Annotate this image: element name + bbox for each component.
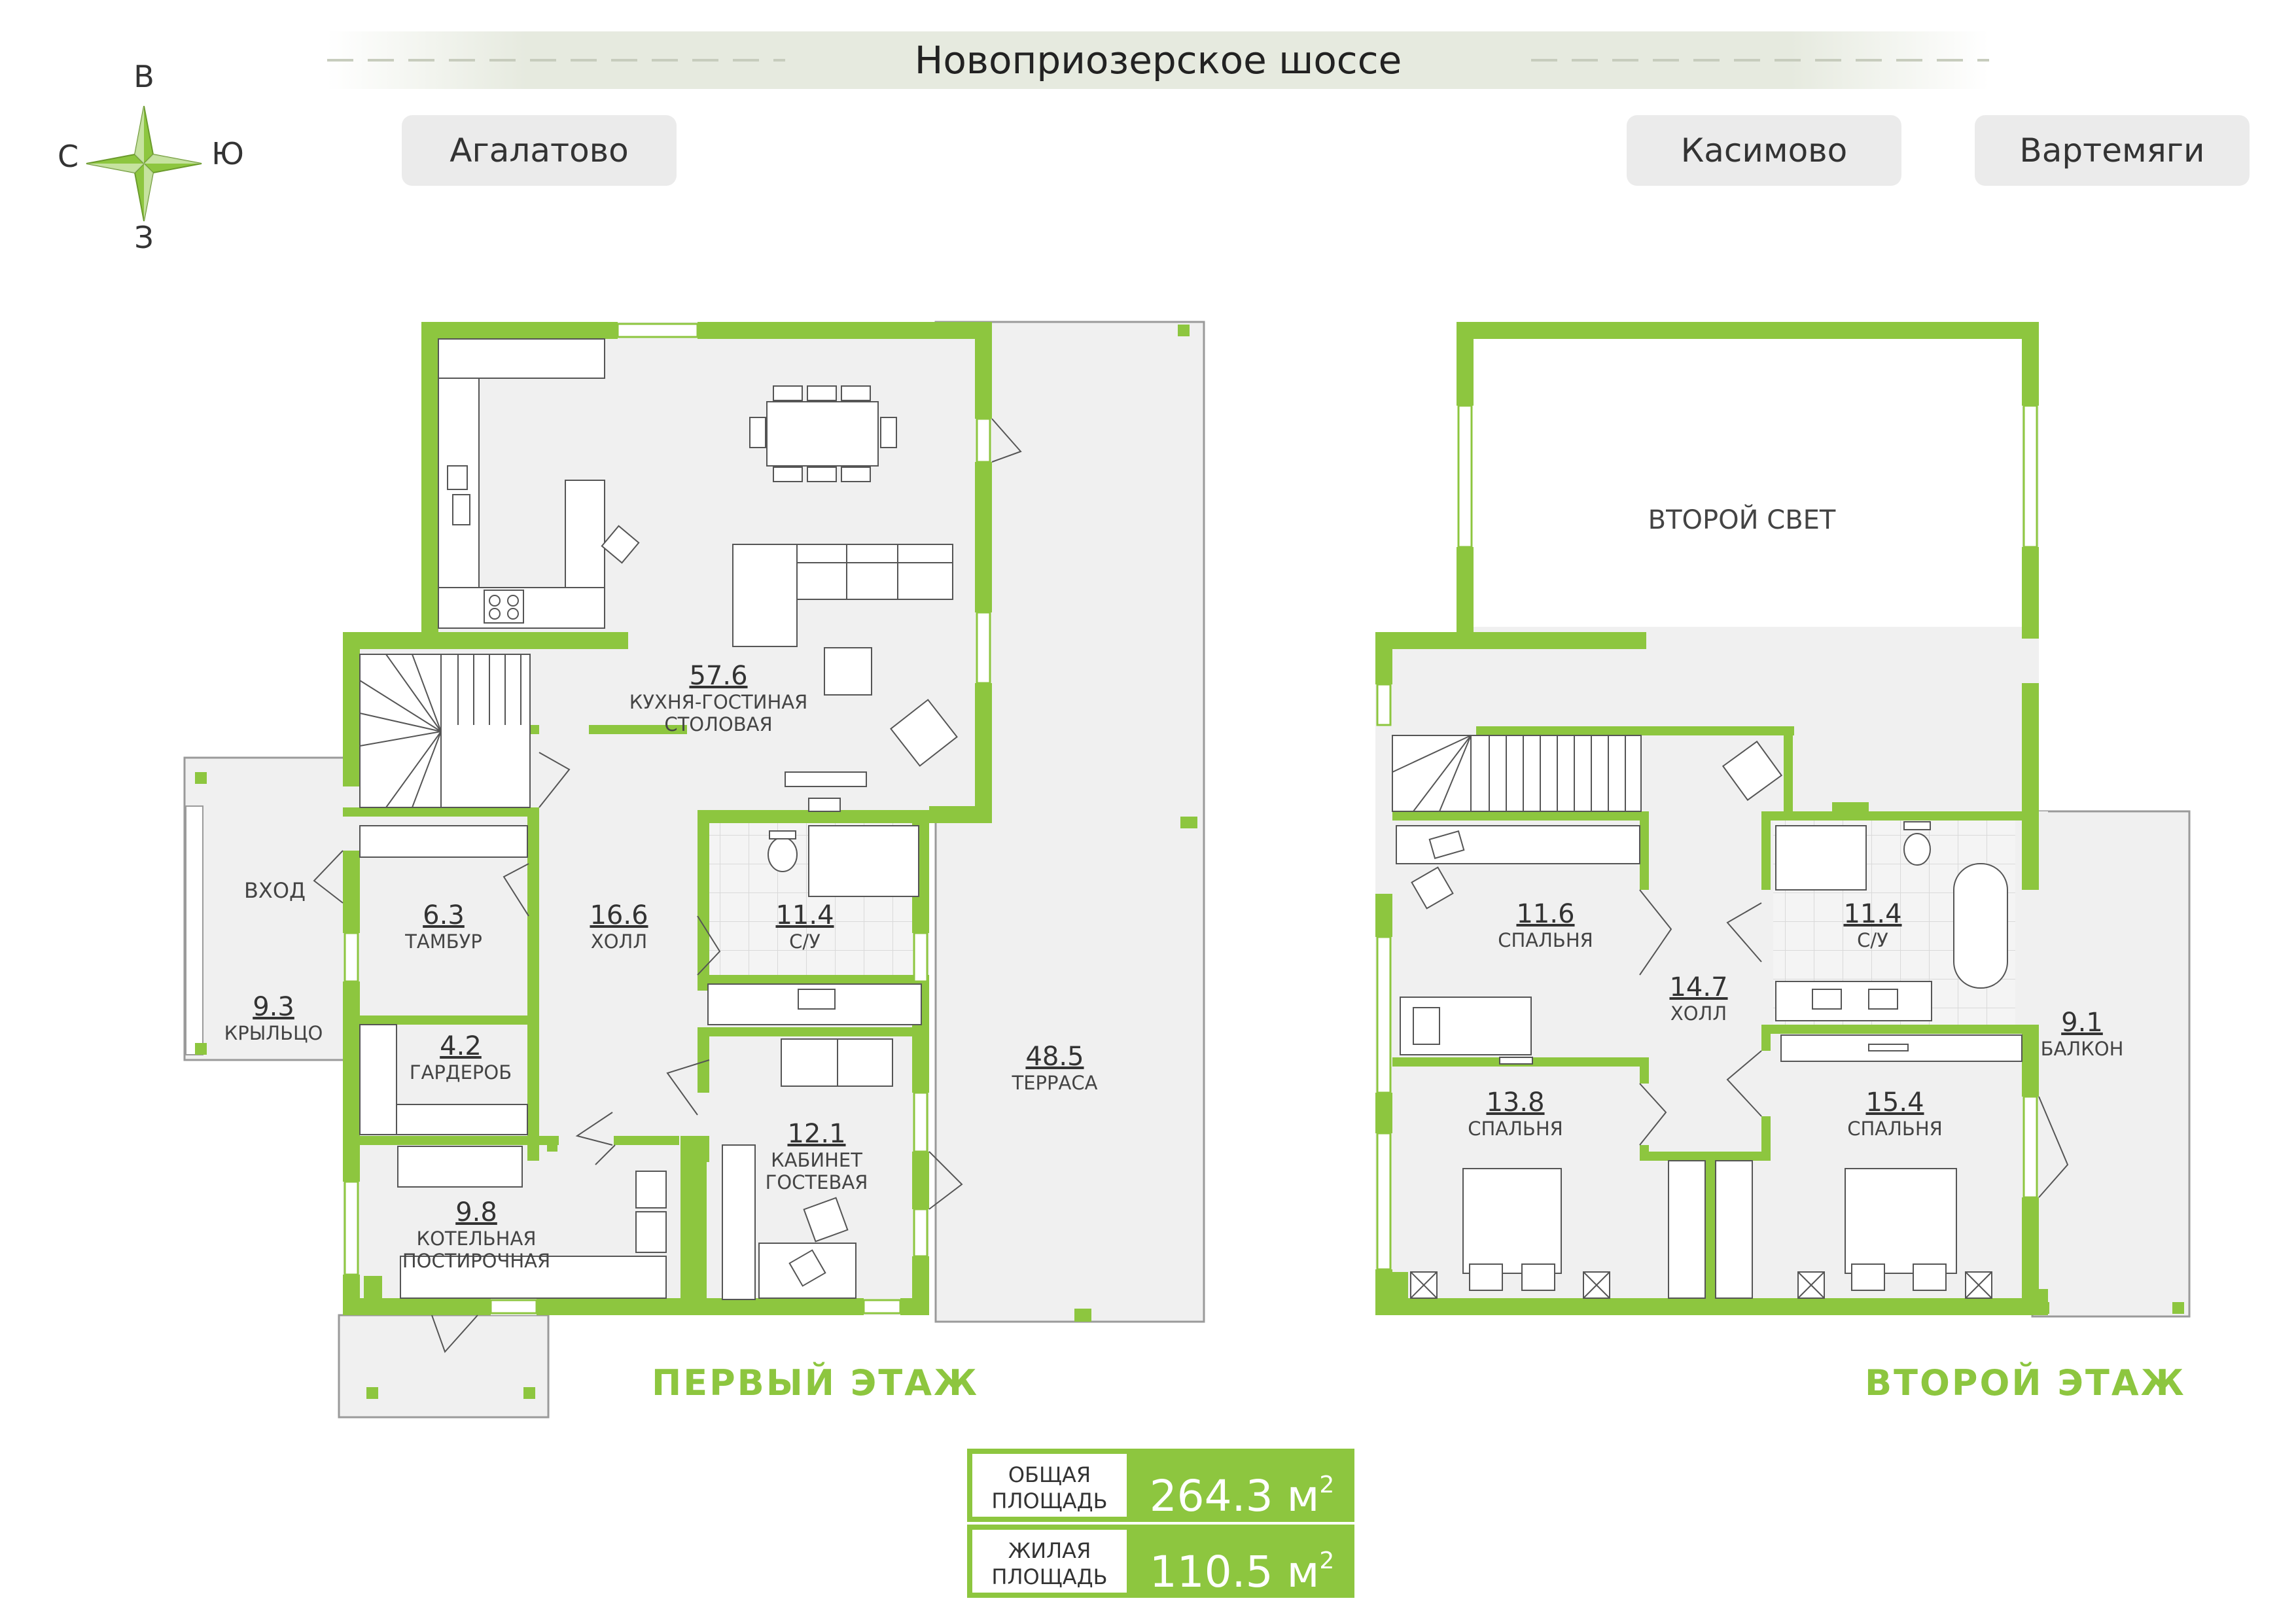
room-area: 9.1 — [2061, 1008, 2103, 1038]
road-banner: Новоприозерское шоссе — [327, 31, 1989, 89]
direction-kasimovo-button[interactable]: Касимово — [1627, 115, 1901, 186]
porch-step — [185, 805, 203, 1055]
room-area: 12.1 — [787, 1119, 846, 1149]
room-name: СПАЛЬНЯ — [1847, 1118, 1943, 1140]
compass-east-label: Ю — [211, 136, 244, 171]
total-area-number: 264.3 м — [1149, 1471, 1320, 1521]
living-area-row: ЖИЛАЯ ПЛОЩАДЬ 110.5 м2 — [967, 1525, 1354, 1598]
compass-west-label: С — [57, 139, 79, 174]
room-name: ХОЛЛ — [1670, 1002, 1727, 1025]
room-porch: 9.3 КРЫЛЬЦО — [224, 992, 323, 1044]
second-floor-doors — [1639, 889, 2069, 1198]
room-hall-2: 14.7 ХОЛЛ — [1669, 972, 1727, 1025]
living-area-unit-sup: 2 — [1319, 1547, 1335, 1574]
compass-icon — [86, 105, 202, 222]
room-area: 48.5 — [1025, 1042, 1084, 1072]
living-area-value: 110.5 м2 — [1132, 1527, 1352, 1597]
room-name: ТЕРРАСА — [1012, 1072, 1098, 1094]
second-floor-windows — [1376, 404, 2038, 1271]
total-area-label: ОБЩАЯ ПЛОЩАДЬ — [970, 1451, 1129, 1519]
room-living-kitchen: 57.6 КУХНЯ-ГОСТИНАЯ СТОЛОВАЯ — [629, 661, 808, 735]
room-bathroom-2: 11.4 С/У — [1843, 899, 1901, 951]
room-balcony: 9.1 БАЛКОН — [2041, 1008, 2124, 1060]
room-area: 9.3 — [253, 992, 294, 1022]
second-light-label: ВТОРОЙ СВЕТ — [1648, 505, 1836, 535]
room-boiler: 9.8 КОТЕЛЬНАЯ ПОСТИРОЧНАЯ — [402, 1197, 550, 1272]
first-floor-furniture — [359, 338, 958, 1300]
room-vestibule: 6.3 ТАМБУР — [405, 900, 482, 953]
living-area-label: ЖИЛАЯ ПЛОЩАДЬ — [970, 1527, 1129, 1595]
room-hall-1: 16.6 ХОЛЛ — [590, 900, 648, 953]
total-area-row: ОБЩАЯ ПЛОЩАДЬ 264.3 м2 — [967, 1449, 1354, 1522]
compass-south-label: З — [134, 220, 154, 255]
second-light-void — [1451, 339, 2022, 627]
room-name: КОТЕЛЬНАЯ — [416, 1227, 537, 1250]
room-name: ГОСТЕВАЯ — [765, 1171, 868, 1193]
area-summary: ОБЩАЯ ПЛОЩАДЬ 264.3 м2 ЖИЛАЯ ПЛОЩАДЬ 110… — [967, 1449, 1354, 1602]
total-area-label-line1: ОБЩАЯ — [1008, 1462, 1091, 1487]
room-name: ГАРДЕРОБ — [409, 1061, 512, 1084]
compass-north-label: В — [133, 59, 154, 94]
room-bedroom-1: 11.6 СПАЛЬНЯ — [1498, 899, 1593, 951]
total-area-unit-sup: 2 — [1319, 1472, 1335, 1498]
second-floor-plan — [1375, 322, 2191, 1318]
road-dash-left — [327, 59, 785, 62]
living-area-label-line2: ПЛОЩАДЬ — [991, 1564, 1108, 1589]
direction-vartemyagi-button[interactable]: Вартемяги — [1975, 115, 2250, 186]
room-name: ПОСТИРОЧНАЯ — [402, 1250, 551, 1272]
room-name: СПАЛЬНЯ — [1498, 929, 1593, 951]
room-area: 11.6 — [1516, 899, 1575, 929]
living-area-label-line1: ЖИЛАЯ — [1008, 1538, 1091, 1563]
room-name: ХОЛЛ — [590, 930, 648, 953]
room-bedroom-3: 15.4 СПАЛЬНЯ — [1847, 1087, 1943, 1140]
room-bathroom-1: 11.4 С/У — [775, 900, 834, 953]
room-terrace: 48.5 ТЕРРАСА — [1012, 1042, 1098, 1094]
room-name: ТАМБУР — [405, 930, 482, 953]
room-area: 11.4 — [775, 900, 834, 930]
room-wardrobe: 4.2 ГАРДЕРОБ — [410, 1031, 512, 1084]
first-floor-plan — [183, 321, 1205, 1419]
room-area: 57.6 — [689, 661, 748, 691]
second-floor-walls — [1375, 322, 2184, 1315]
room-name: СТОЛОВАЯ — [664, 713, 773, 735]
room-area: 15.4 — [1865, 1087, 1924, 1118]
service-entry-landing — [338, 1314, 550, 1419]
room-name: КРЫЛЬЦО — [224, 1022, 323, 1044]
room-area: 11.4 — [1843, 899, 1902, 929]
road-title: Новоприозерское шоссе — [327, 31, 1989, 89]
room-name: КАБИНЕТ — [771, 1149, 862, 1171]
second-floor-furniture — [1392, 735, 2022, 1299]
room-name: КУХНЯ-ГОСТИНАЯ — [629, 691, 808, 713]
balcony-area — [2031, 810, 2191, 1318]
total-area-value: 264.3 м2 — [1132, 1451, 1352, 1521]
room-office: 12.1 КАБИНЕТ ГОСТЕВАЯ — [766, 1119, 868, 1193]
room-area: 4.2 — [440, 1031, 482, 1061]
porch-area — [183, 756, 348, 1061]
living-area-number: 110.5 м — [1149, 1547, 1320, 1597]
first-floor-doors — [313, 418, 1022, 1353]
room-name: С/У — [789, 930, 821, 953]
road-dash-right — [1531, 59, 1989, 62]
first-floor-label: ПЕРВЫЙ ЭТАЖ — [652, 1362, 980, 1403]
total-area-label-line2: ПЛОЩАДЬ — [991, 1489, 1108, 1513]
room-area: 16.6 — [590, 900, 648, 930]
room-area: 9.8 — [455, 1197, 497, 1227]
second-floor-label: ВТОРОЙ ЭТАЖ — [1865, 1362, 2186, 1403]
room-name: БАЛКОН — [2040, 1038, 2124, 1060]
room-area: 13.8 — [1486, 1087, 1545, 1118]
entrance-label: ВХОД — [243, 878, 306, 903]
room-bedroom-2: 13.8 СПАЛЬНЯ — [1468, 1087, 1563, 1140]
direction-agalatovo-button[interactable]: Агалатово — [402, 115, 677, 186]
room-name: С/У — [1857, 929, 1888, 951]
room-area: 6.3 — [423, 900, 465, 930]
room-name: СПАЛЬНЯ — [1468, 1118, 1563, 1140]
first-floor-windows — [344, 323, 991, 1315]
room-area: 14.7 — [1669, 972, 1728, 1002]
